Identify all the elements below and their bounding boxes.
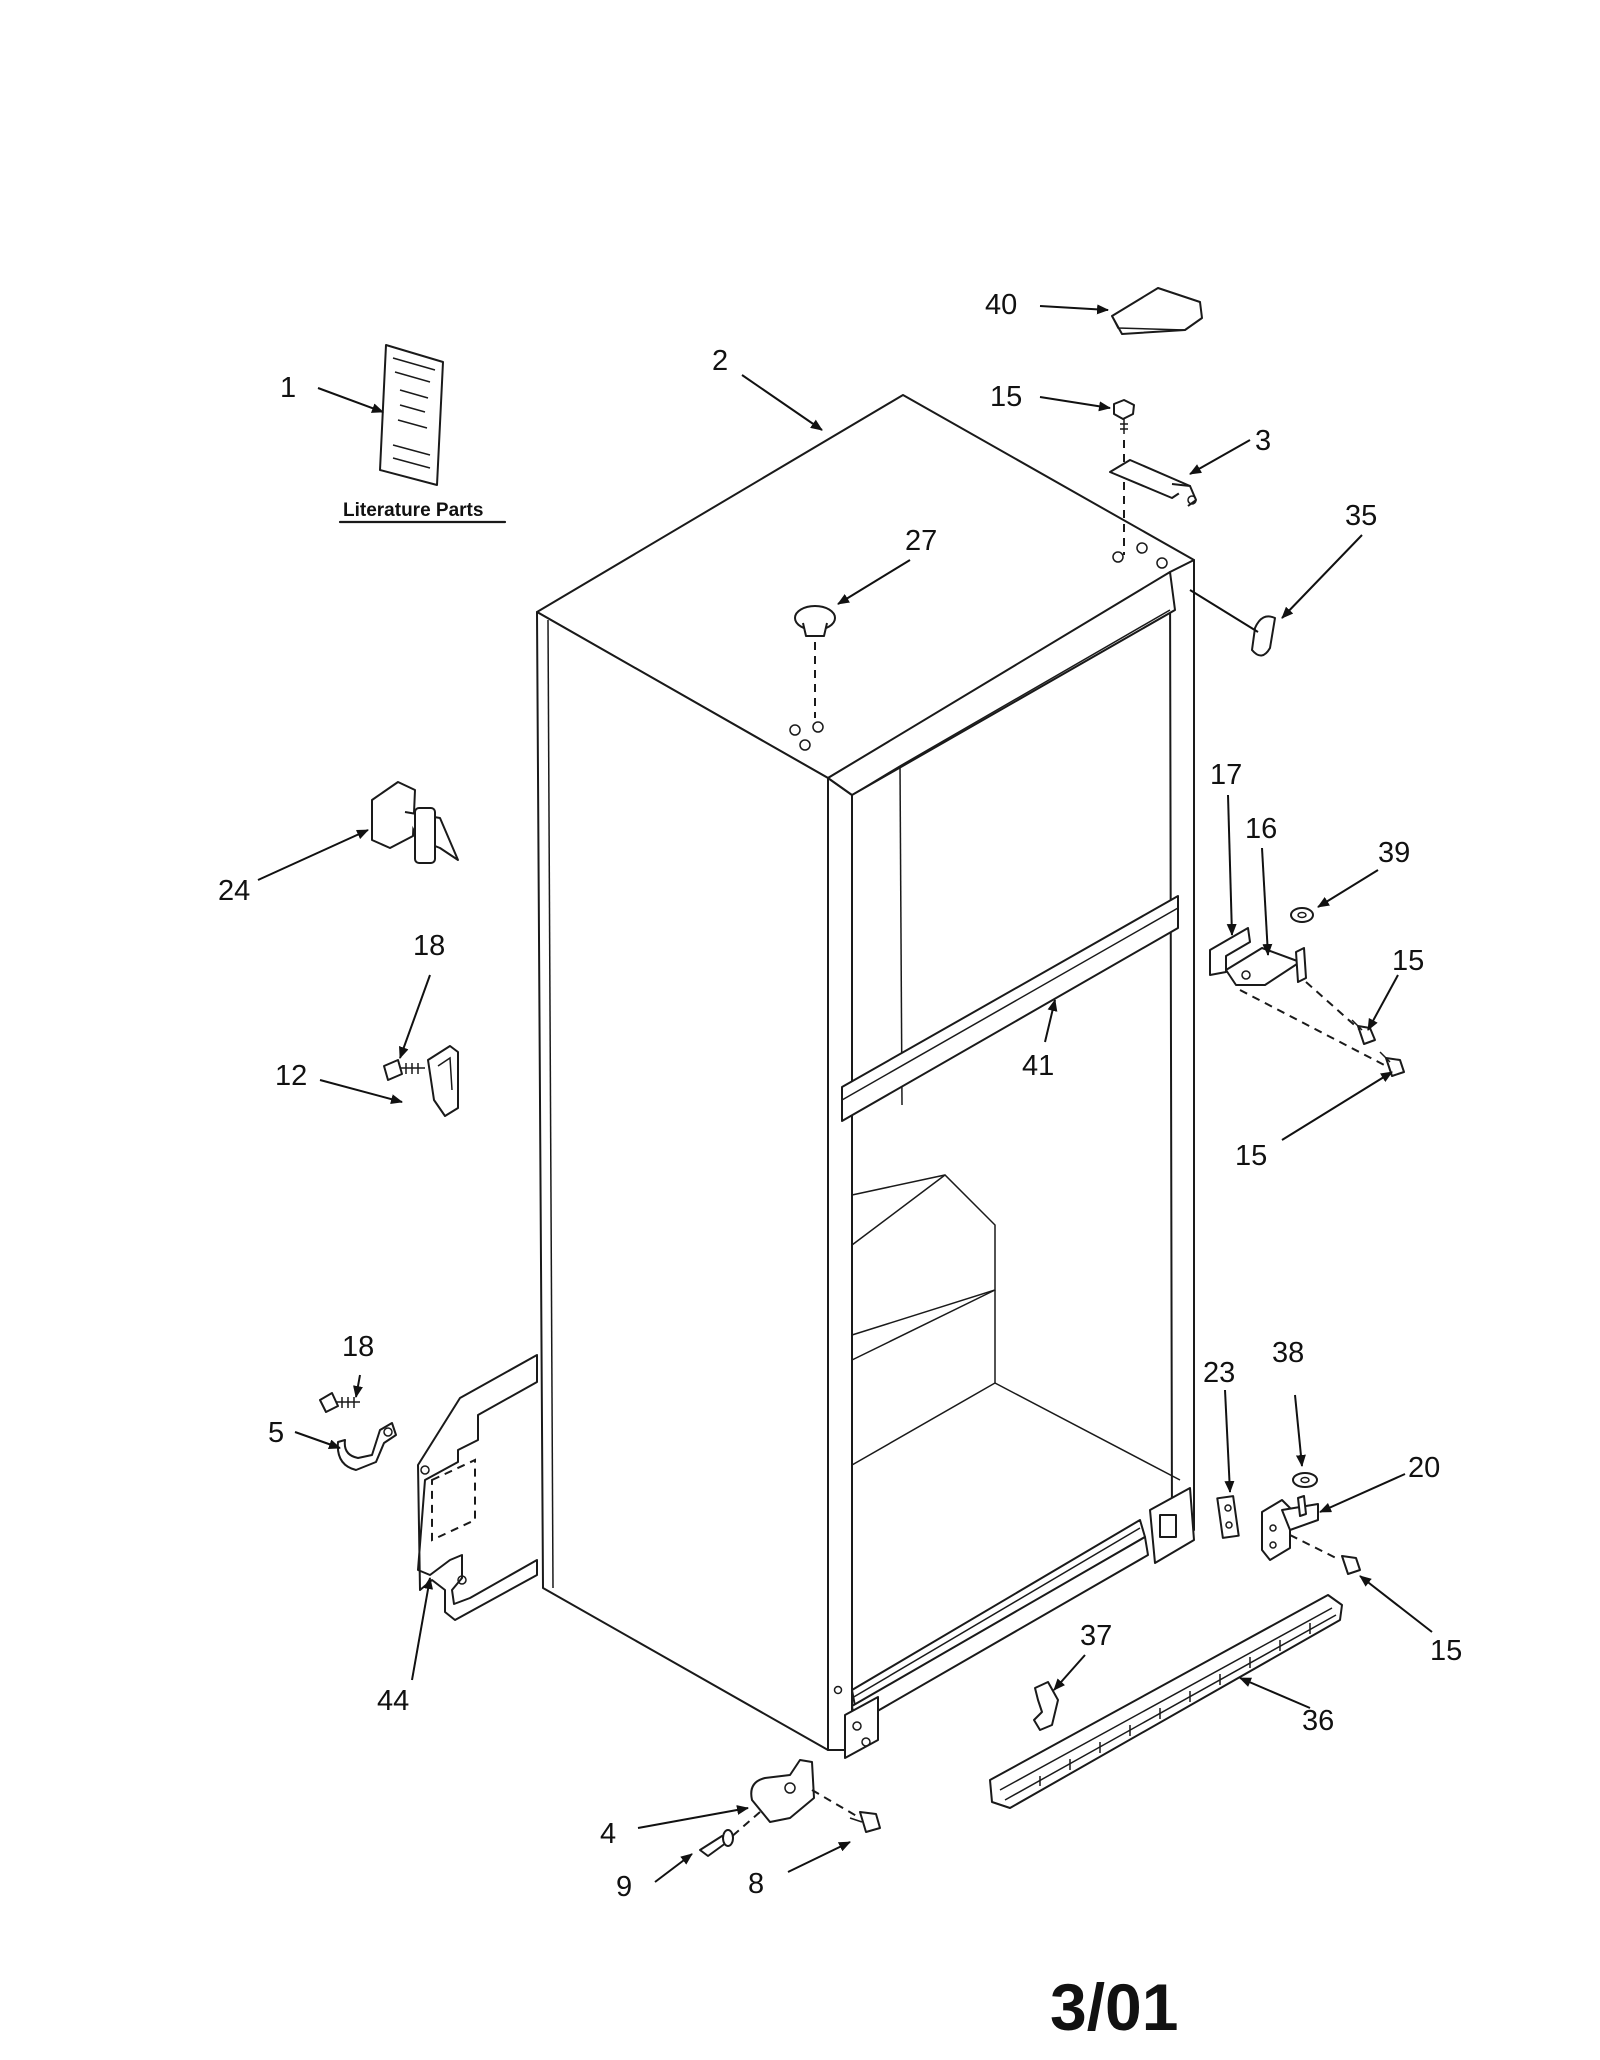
latch-bracket-icon bbox=[427, 1045, 459, 1117]
leader-lines bbox=[257, 304, 1433, 1883]
grille-clip-icon bbox=[1033, 1681, 1059, 1731]
screw-icon bbox=[383, 1059, 425, 1081]
screw-icon bbox=[1341, 1555, 1361, 1575]
callout-38: 38 bbox=[1272, 1337, 1304, 1369]
washer-icon bbox=[1292, 1472, 1318, 1488]
top-hinge-icon bbox=[1109, 459, 1197, 507]
callout-20: 20 bbox=[1408, 1452, 1440, 1484]
callout-3: 3 bbox=[1255, 425, 1271, 457]
callout-5: 5 bbox=[268, 1417, 284, 1449]
hinge-cover-icon bbox=[1251, 615, 1276, 657]
callout-16: 16 bbox=[1245, 813, 1277, 845]
callout-37: 37 bbox=[1080, 1620, 1112, 1652]
callout-4: 4 bbox=[600, 1818, 616, 1850]
callout-24: 24 bbox=[218, 875, 250, 907]
callout-labels: 1 2 3 4 5 8 9 12 15 15 15 15 16 17 18 18… bbox=[218, 289, 1462, 2044]
callout-40: 40 bbox=[985, 289, 1017, 321]
callout-44: 44 bbox=[377, 1685, 409, 1717]
center-hinge-icon bbox=[1209, 927, 1307, 986]
literature-booklet-icon bbox=[379, 344, 444, 486]
date-code: 3/01 bbox=[1050, 1970, 1178, 2044]
callout-18-upper: 18 bbox=[413, 930, 445, 962]
leveler-bracket-icon bbox=[750, 1759, 815, 1823]
callout-15-top: 15 bbox=[990, 381, 1022, 413]
toe-grille-icon bbox=[989, 1594, 1343, 1809]
callout-39: 39 bbox=[1378, 837, 1410, 869]
divider-rail bbox=[841, 895, 1179, 1122]
cabinet-assembly bbox=[536, 394, 1195, 1759]
literature-parts-label: Literature Parts bbox=[343, 500, 483, 521]
callout-15-mid-a: 15 bbox=[1392, 945, 1424, 977]
bottom-hinge-icon bbox=[1261, 1495, 1319, 1561]
callout-17: 17 bbox=[1210, 759, 1242, 791]
callout-2: 2 bbox=[712, 345, 728, 377]
top-cap-icon bbox=[1111, 287, 1203, 335]
shelf-support-icon bbox=[371, 781, 459, 864]
callout-12: 12 bbox=[275, 1060, 307, 1092]
callout-9: 9 bbox=[616, 1871, 632, 1903]
side-bracket-plate-icon bbox=[417, 1354, 538, 1621]
callout-8: 8 bbox=[748, 1868, 764, 1900]
callout-36: 36 bbox=[1302, 1705, 1334, 1737]
hinge-shim-icon bbox=[1216, 1495, 1240, 1539]
callout-15-mid-b: 15 bbox=[1235, 1140, 1267, 1172]
callout-23: 23 bbox=[1203, 1357, 1235, 1389]
callout-35: 35 bbox=[1345, 500, 1377, 532]
pin-icon bbox=[699, 1829, 734, 1857]
callout-1: 1 bbox=[280, 372, 296, 404]
screw-icon bbox=[319, 1392, 360, 1413]
cable-clip-icon bbox=[336, 1422, 397, 1471]
callout-18-lower: 18 bbox=[342, 1331, 374, 1363]
plug-icon bbox=[794, 605, 836, 637]
screw-icon bbox=[1113, 399, 1135, 434]
callout-41: 41 bbox=[1022, 1050, 1054, 1082]
callout-15-low: 15 bbox=[1430, 1635, 1462, 1667]
cabinet-side-panel bbox=[536, 611, 829, 1751]
screw-icon bbox=[849, 1811, 881, 1833]
washer-icon bbox=[1290, 907, 1314, 923]
callout-27: 27 bbox=[905, 525, 937, 557]
